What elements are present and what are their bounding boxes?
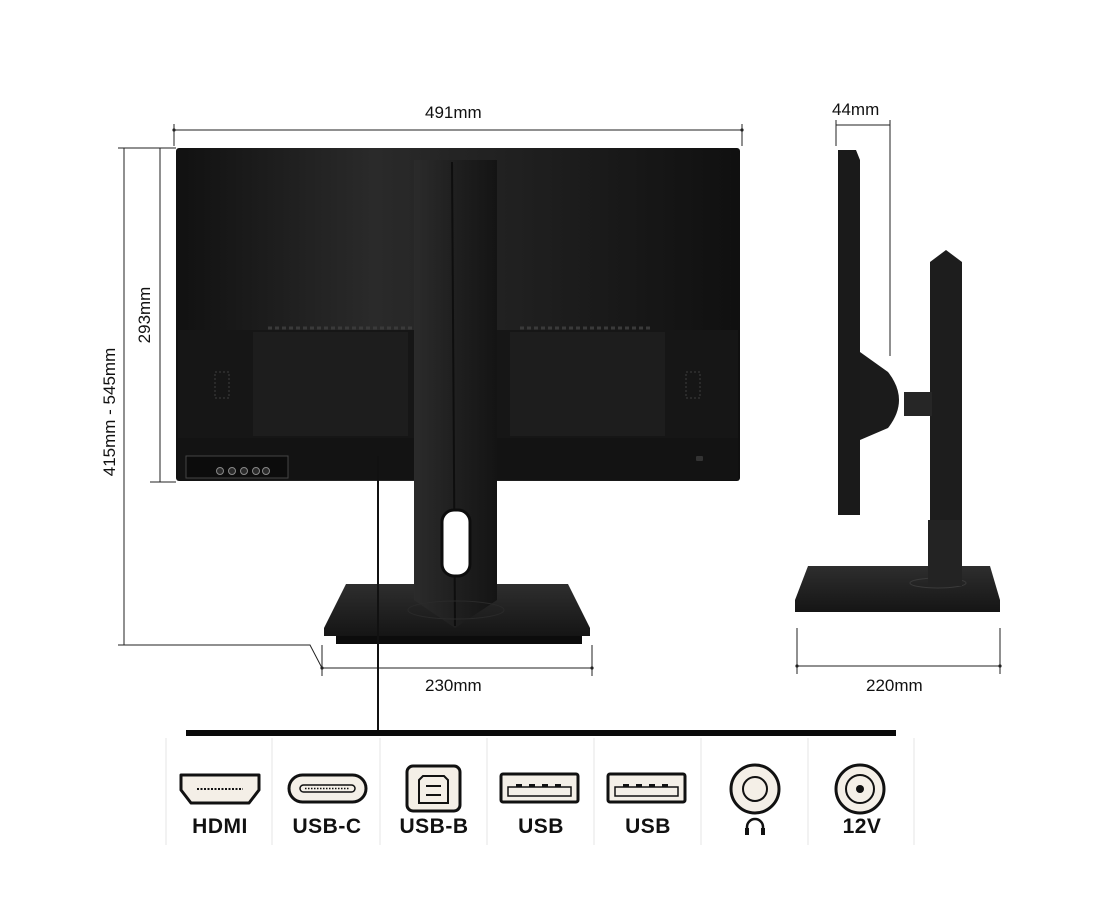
dc-power-jack-icon — [834, 763, 886, 815]
control-buttons — [185, 455, 289, 479]
usb-c-port-icon — [287, 773, 368, 804]
usb-a-port-icon — [499, 772, 580, 804]
cable-management-hole — [440, 508, 472, 578]
kensington-lock-slot — [696, 456, 703, 461]
port-dividers — [165, 738, 915, 845]
side-stand — [930, 250, 962, 586]
hdmi-port-icon — [179, 773, 261, 805]
headphones-icon — [745, 817, 765, 835]
audio-jack-icon — [729, 763, 781, 815]
base-width-label: 230mm — [425, 676, 482, 695]
side-panel — [838, 150, 860, 515]
port-label-12v: 12V — [842, 815, 882, 838]
total-height-label: 415mm - 545mm — [100, 347, 119, 477]
usb-b-port-icon — [405, 764, 462, 813]
port-label-usb-b: USB-B — [399, 815, 469, 838]
monitor-side-view — [795, 150, 1000, 612]
dimension-ticks — [172, 128, 1002, 670]
depth-label: 44mm — [832, 100, 880, 119]
port-label-usb-c: USB-C — [292, 815, 362, 838]
width-label: 491mm — [425, 103, 482, 122]
port-label-hdmi: HDMI — [192, 815, 248, 838]
usb-a-port-icon — [606, 772, 687, 804]
stand-column — [414, 160, 497, 628]
panel-height-label: 293mm — [135, 286, 154, 344]
monitor-back-view — [176, 148, 740, 644]
side-hinge — [860, 352, 899, 440]
port-label-usb-1: USB — [518, 815, 564, 838]
dimension-lines — [118, 120, 1001, 732]
base-depth-label: 220mm — [866, 676, 923, 695]
port-strip-bar — [186, 730, 896, 736]
port-label-usb-2: USB — [625, 815, 671, 838]
side-base — [795, 566, 1000, 612]
